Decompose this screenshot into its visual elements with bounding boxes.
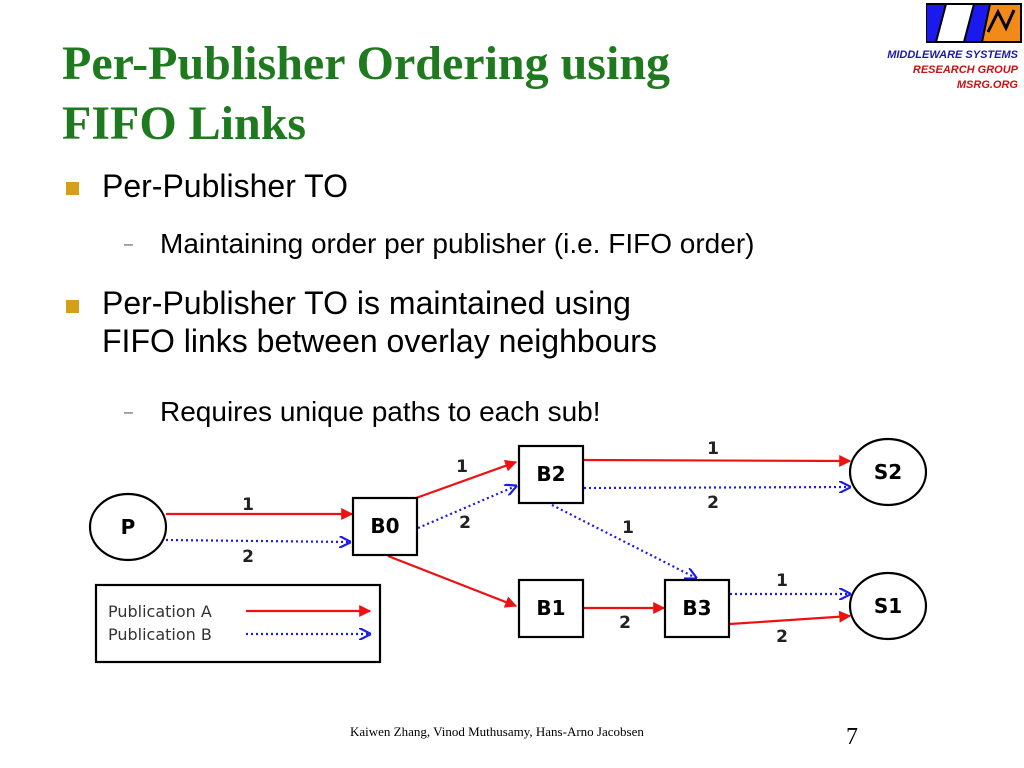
bullet-2-line-1: Per-Publisher TO is maintained using — [102, 285, 631, 321]
legend-label-publication-b: Publication B — [108, 625, 212, 644]
edge-b0-b1-publication-a — [387, 554, 518, 608]
edge-label: 1 — [776, 571, 788, 591]
edge-label: 1 — [622, 518, 634, 538]
title-line-1: Per-Publisher Ordering using — [62, 37, 671, 90]
bullet-1-text: Per-Publisher TO — [102, 168, 349, 204]
msrg-logo-icon — [926, 3, 1022, 43]
slide-page-number: 7 — [846, 724, 858, 750]
legend-label-publication-a: Publication A — [108, 602, 212, 621]
node-p-label: P — [121, 515, 136, 539]
node-s2-label: S2 — [874, 460, 902, 484]
title-line-2: FIFO Links — [62, 97, 307, 150]
node-b2 — [517, 444, 585, 505]
node-s2 — [848, 437, 928, 507]
edge-label: 1 — [242, 495, 254, 515]
node-b0-label: B0 — [370, 514, 399, 538]
edge-b2-b3-publication-b — [551, 504, 696, 578]
edge-label: 2 — [707, 493, 719, 513]
bullet-2-line-2: FIFO links between overlay neighbours — [102, 323, 657, 359]
edge-b3-s1-publication-a — [729, 610, 852, 626]
edge-label: 1 — [707, 439, 719, 459]
node-b1-label: B1 — [536, 596, 565, 620]
edge-label: 2 — [776, 627, 788, 647]
node-b1 — [517, 578, 585, 639]
edge-p-b0-publication-b — [165, 540, 350, 542]
edge-b2-s2-publication-b — [583, 487, 850, 488]
edge-label: 2 — [459, 513, 471, 533]
bullet-square-icon — [66, 300, 79, 313]
node-b2-label: B2 — [536, 462, 565, 486]
org-name: MIDDLEWARE SYSTEMS RESEARCH GROUP MSRG.O… — [887, 48, 1018, 93]
edge-b2-s2-publication-a — [583, 454, 852, 467]
edge-label: 2 — [242, 547, 254, 567]
edge-label: 1 — [456, 457, 468, 477]
legend-box — [94, 583, 382, 664]
bullet-square-icon — [66, 182, 79, 195]
slide-footer-authors: Kaiwen Zhang, Vinod Muthusamy, Hans-Arno… — [350, 724, 644, 739]
node-p — [88, 492, 168, 562]
node-s1-label: S1 — [874, 594, 902, 618]
bullet-1-sub-text: Maintaining order per publisher (i.e. FI… — [160, 228, 755, 259]
node-b0 — [351, 496, 419, 557]
bullet-2-text: Per-Publisher TO is maintained using FIF… — [102, 284, 902, 360]
node-s1 — [848, 571, 928, 641]
node-b3 — [663, 578, 731, 639]
bullet-2-sub-text: Requires unique paths to each sub! — [160, 396, 601, 427]
edge-b0-b2-publication-a — [415, 460, 518, 500]
slide-title: Per-Publisher Ordering using FIFO Links — [62, 34, 842, 154]
org-line-1: MIDDLEWARE SYSTEMS — [887, 49, 1018, 61]
edge-label: 2 — [619, 613, 631, 633]
org-line-2: RESEARCH GROUP — [912, 64, 1018, 76]
sub-bullet-dash-icon: – — [124, 404, 133, 421]
org-line-3: MSRG.ORG — [956, 79, 1018, 91]
node-b3-label: B3 — [682, 596, 711, 620]
sub-bullet-dash-icon: – — [124, 236, 133, 253]
